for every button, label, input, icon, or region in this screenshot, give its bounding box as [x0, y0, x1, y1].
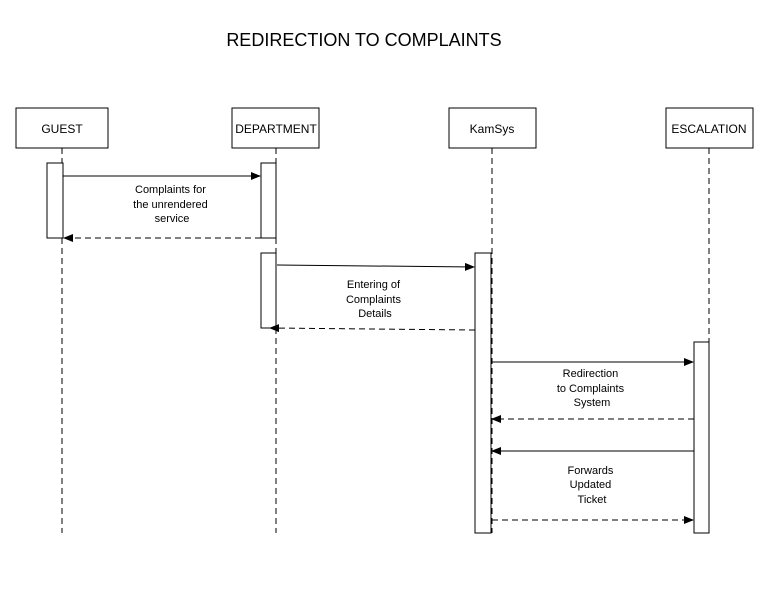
message-arrow-4	[269, 324, 476, 333]
message-label-5: Redirection to Complaints System	[557, 368, 627, 409]
messages: Complaints for the unrendered service En…	[63, 172, 694, 524]
actor-label-escalation: ESCALATION	[671, 122, 746, 136]
activation-escalation	[693, 341, 710, 534]
activations	[46, 162, 710, 534]
activation-department-1	[260, 162, 277, 239]
actor-label-guest: GUEST	[41, 122, 83, 136]
activation-guest	[46, 162, 64, 239]
diagram-title: REDIRECTION TO COMPLAINTS	[226, 30, 501, 50]
actor-guest: GUEST	[15, 107, 109, 149]
activation-department-2	[260, 252, 277, 329]
actor-kamsys: KamSys	[448, 107, 537, 149]
message-label-7: Forwards Updated Ticket	[568, 465, 617, 506]
actor-escalation: ESCALATION	[665, 107, 754, 149]
message-arrow-3	[276, 262, 475, 271]
actor-label-kamsys: KamSys	[470, 122, 515, 136]
actor-label-department: DEPARTMENT	[235, 122, 317, 136]
message-label-3: Entering of Complaints Details	[346, 279, 404, 320]
actor-department: DEPARTMENT	[231, 107, 320, 149]
activation-kamsys	[474, 252, 492, 534]
message-label-1: Complaints for the unrendered service	[133, 184, 211, 225]
